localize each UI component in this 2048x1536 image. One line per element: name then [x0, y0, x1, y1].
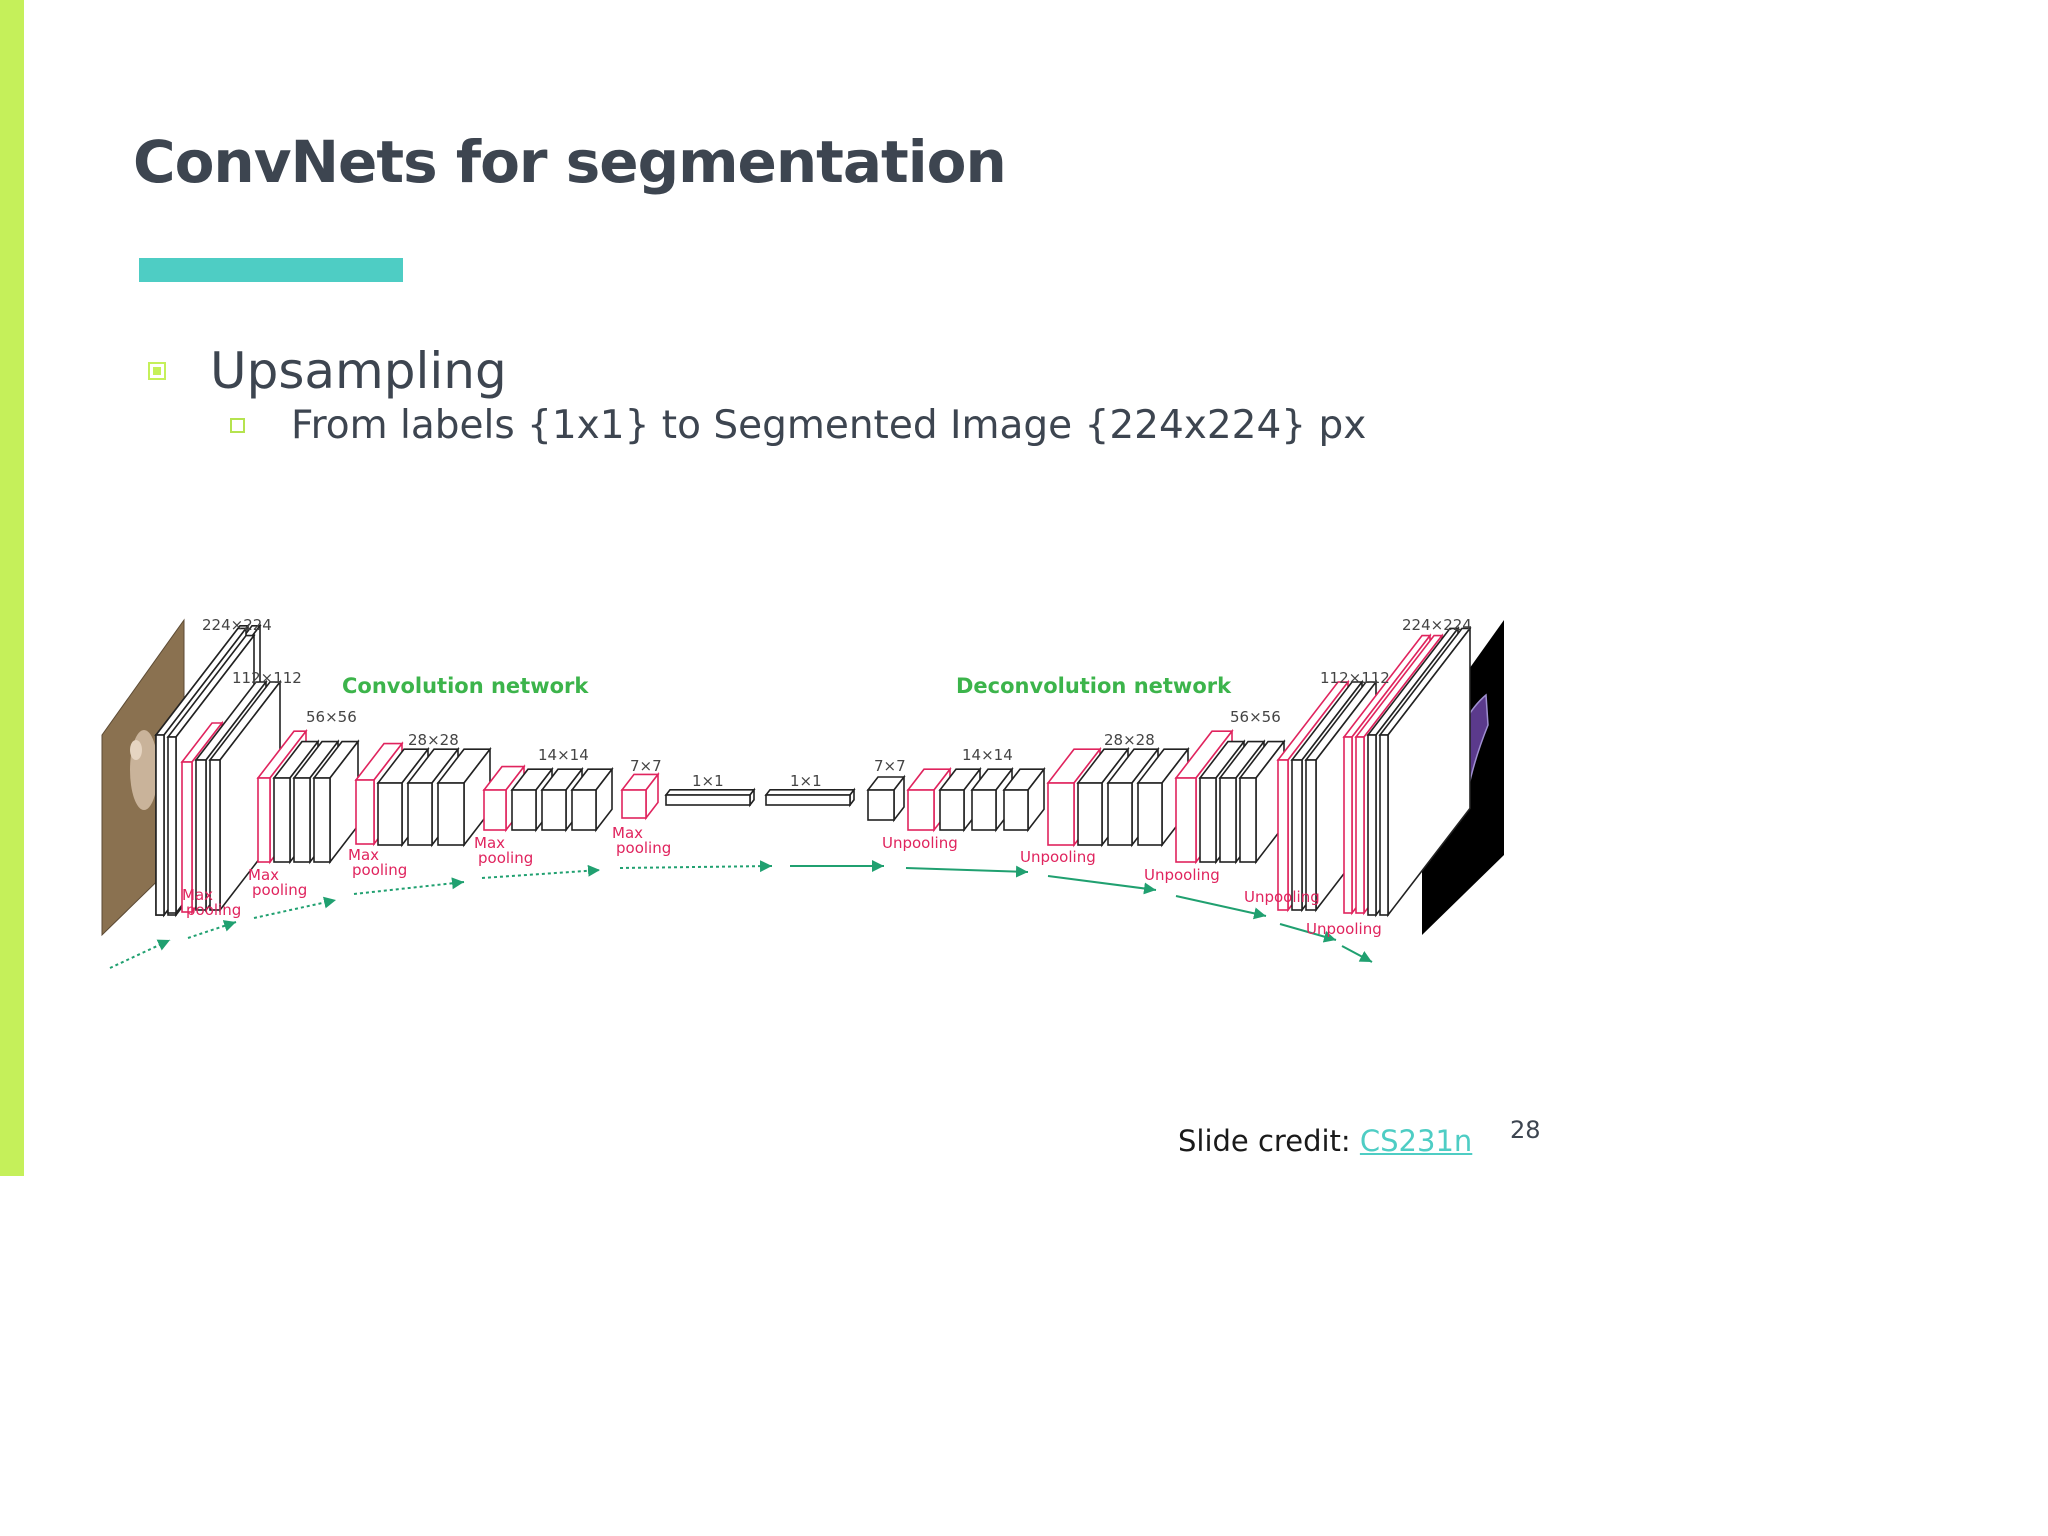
unpooling-label: Unpooling	[1244, 888, 1320, 906]
unpooling-label: Unpooling	[1020, 848, 1096, 866]
deconv-network-heading: Deconvolution network	[956, 674, 1232, 698]
pool5-layer	[620, 772, 660, 821]
size-label: 28×28	[1104, 731, 1155, 749]
conv5-layer	[570, 766, 614, 833]
unpooling-label: Unpooling	[1144, 866, 1220, 884]
size-label: 56×56	[1230, 708, 1281, 726]
fc7-layer	[764, 787, 856, 808]
sub-bullet-square-icon	[230, 418, 245, 433]
flow-arrow	[1175, 895, 1267, 920]
flow-arrow	[1279, 923, 1337, 943]
deconvnet-diagram: Convolution network Deconvolution networ…	[101, 616, 1504, 969]
bullet-square-icon	[148, 362, 166, 380]
bullet-text: Upsampling	[210, 342, 507, 400]
slide-title: ConvNets for segmentation	[133, 128, 1007, 196]
size-label: 224×224	[202, 616, 272, 634]
flow-arrow	[253, 896, 337, 919]
size-label: 1×1	[790, 772, 822, 790]
sub-bullet: From labels {1x1} to Segmented Image {22…	[230, 403, 1366, 448]
deconv5-layer	[1002, 766, 1046, 833]
size-labels: 224×224 112×112 56×56 28×28 14×14 7×7 1×1 1×1 7×…	[202, 616, 1472, 790]
flow-arrow	[1047, 875, 1157, 895]
size-label: 1×1	[692, 772, 724, 790]
deconv1-layer	[1378, 626, 1472, 918]
deconv5-layer	[970, 766, 1014, 833]
unpooling-label: Unpooling	[1306, 920, 1382, 938]
credit-label: Slide credit:	[1178, 1124, 1351, 1158]
deconv-fc-layer	[866, 774, 906, 823]
bullet-upsampling: Upsampling	[148, 342, 507, 400]
size-label: 14×14	[538, 746, 589, 764]
unpooling-label: Unpooling	[882, 834, 958, 852]
flow-arrow	[1341, 945, 1373, 963]
conv3-layer	[312, 739, 360, 865]
flow-arrows	[109, 860, 1373, 969]
size-label: 112×112	[232, 669, 302, 687]
size-label: 7×7	[874, 757, 906, 775]
flow-arrow	[187, 920, 237, 939]
size-label: 7×7	[630, 757, 662, 775]
fc6-layer	[664, 787, 756, 808]
credit-link[interactable]: CS231n	[1359, 1124, 1473, 1158]
conv-network-heading: Convolution network	[342, 674, 589, 698]
slide-credit: Slide credit: CS231n	[1178, 1124, 1472, 1158]
page-number: 28	[1510, 1116, 1541, 1144]
size-label: 28×28	[408, 731, 459, 749]
size-label: 56×56	[306, 708, 357, 726]
title-underline	[139, 258, 403, 282]
left-accent-bar	[0, 0, 24, 1176]
sub-bullet-text: From labels {1x1} to Segmented Image {22…	[291, 403, 1367, 448]
conv4-layer	[436, 746, 492, 848]
conv2-layer	[208, 679, 282, 913]
flow-arrow	[481, 864, 601, 879]
flow-arrow	[109, 939, 171, 969]
flow-arrow	[353, 877, 465, 895]
layer-stack	[154, 623, 1472, 918]
flow-arrow	[619, 860, 773, 873]
flow-arrow	[905, 865, 1029, 878]
size-label: 224×224	[1402, 616, 1472, 634]
size-label: 14×14	[962, 746, 1013, 764]
conv5-layer	[510, 766, 554, 833]
size-label: 112×112	[1320, 669, 1390, 687]
